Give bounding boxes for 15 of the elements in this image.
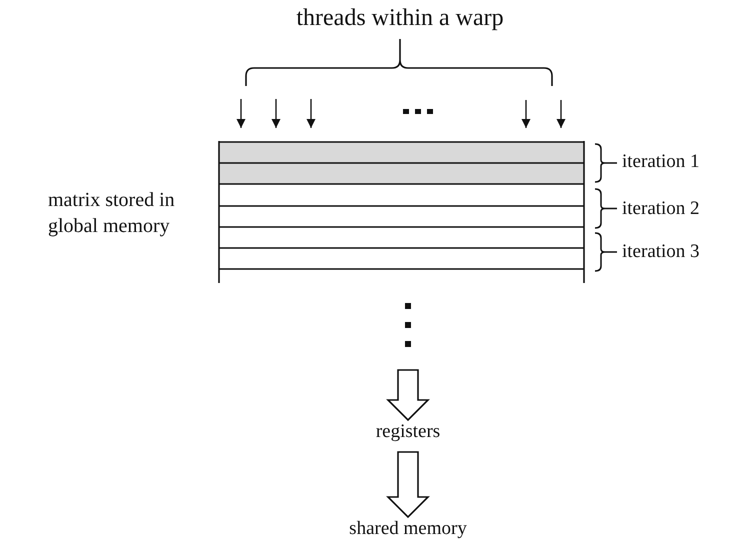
matrix-drawing xyxy=(218,141,585,283)
matrix-caption: matrix stored in global memory xyxy=(48,188,176,239)
hollow-arrow xyxy=(386,369,430,422)
hollow-arrow xyxy=(386,451,430,518)
arrow xyxy=(272,99,280,128)
iteration-label: iteration 2 xyxy=(622,197,700,220)
node-label: registers xyxy=(376,421,440,443)
iteration-label: iteration 1 xyxy=(622,150,700,173)
node-label: shared memory xyxy=(349,518,467,540)
brace-label: threads within a warp xyxy=(296,4,504,32)
arrow xyxy=(306,99,316,128)
arrow xyxy=(556,100,566,128)
arrow xyxy=(236,99,246,128)
arrow xyxy=(522,100,530,128)
iteration-label: iteration 3 xyxy=(622,240,700,263)
